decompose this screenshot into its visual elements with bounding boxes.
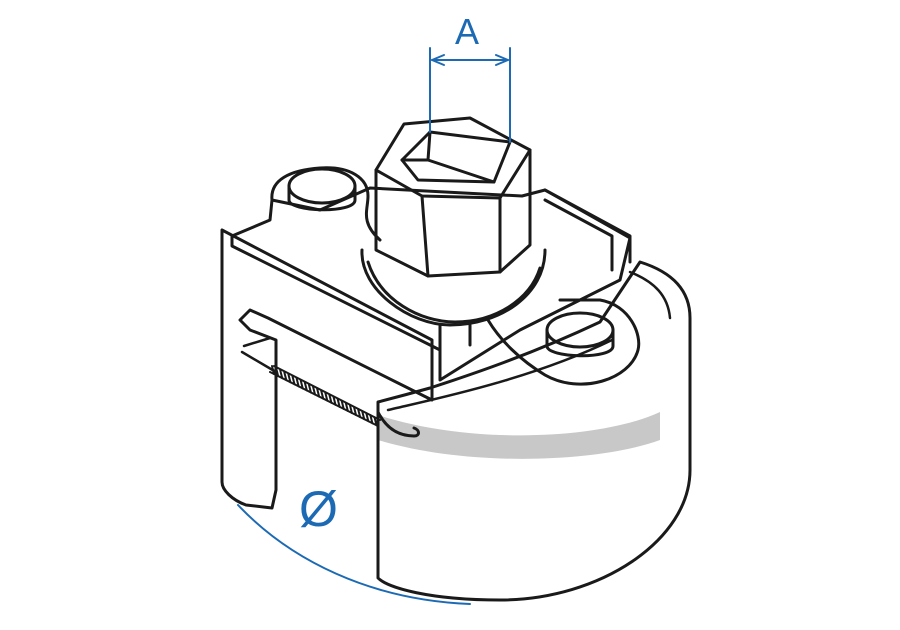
spring-coil [320, 389, 325, 400]
drive-collar [360, 248, 547, 352]
spring-coil [332, 395, 337, 406]
spring-coil [361, 410, 366, 421]
spring-coil [312, 385, 316, 396]
body-shadow [378, 412, 660, 459]
left-pivot-arm [270, 166, 382, 242]
diameter-arc [237, 504, 471, 605]
gripping-band [220, 228, 434, 510]
band-inner-edge [240, 336, 278, 374]
spring-coil [348, 403, 353, 414]
spring-coil [279, 369, 284, 380]
right-pivot-arm [486, 298, 641, 386]
spring-coil [299, 379, 304, 390]
spring-coil [373, 416, 378, 427]
spring-coil [275, 367, 280, 378]
spring-coil [287, 373, 292, 384]
spring-coil [307, 383, 312, 394]
right-rail [543, 188, 632, 272]
spring-coil [369, 414, 374, 425]
spring-coil [295, 377, 300, 388]
right-pivot-bolt [545, 311, 615, 358]
dimension-a-label: A [455, 11, 480, 52]
spring-coil [303, 381, 308, 392]
left-pivot-bolt [287, 167, 357, 212]
spring-coil [316, 387, 321, 398]
spring-coil [353, 406, 357, 416]
spring-coil [324, 391, 329, 402]
cylindrical-body [376, 260, 692, 602]
spring-coil [340, 399, 345, 410]
body-top-edge [386, 270, 672, 412]
spring-coil [336, 397, 341, 408]
spring-coil [357, 408, 362, 419]
diameter-label: Ø [299, 481, 338, 537]
spring-coil [271, 365, 275, 375]
spring-coil [328, 393, 333, 404]
spring-coil [344, 401, 349, 412]
tension-spring [269, 365, 381, 427]
dimension-a-lines [429, 47, 511, 143]
spring-coil [291, 375, 296, 386]
square-drive-hole [400, 130, 512, 184]
band-end-lip [376, 410, 420, 438]
spring-coil [283, 371, 288, 382]
spring-coil [365, 412, 370, 423]
hex-drive-nut [374, 116, 532, 278]
